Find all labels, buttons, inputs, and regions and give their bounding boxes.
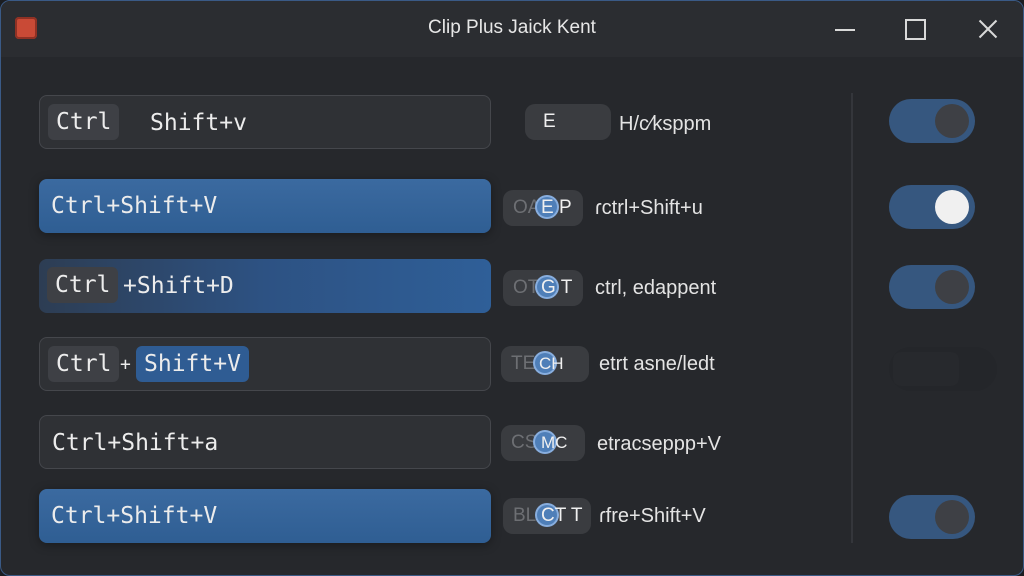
enable-toggle-row-1[interactable]: [889, 99, 975, 143]
shortcut-code: CT T: [541, 505, 583, 526]
hotkey-field-row-6[interactable]: Ctrl+Shift+V: [39, 489, 491, 543]
hotkey-field-row-5[interactable]: Ctrl+Shift+a: [39, 415, 491, 469]
close-button[interactable]: [965, 11, 1009, 47]
shortcut-code-pill[interactable]: E: [525, 104, 611, 140]
hotkey-field-row-3[interactable]: Ctrl +Shift+D: [39, 259, 491, 313]
hotkey-text: +Shift+D: [123, 273, 234, 299]
action-description: ctrl, edappent: [595, 277, 717, 299]
shortcut-code-pill[interactable]: OA E P: [503, 190, 583, 226]
app-icon: [15, 17, 37, 39]
hotkey-field-row-1[interactable]: Ctrl Shift+v: [39, 95, 491, 149]
shortcut-code-ghost: CS: [511, 432, 538, 453]
hotkey-text: Ctrl+Shift+V: [51, 193, 218, 219]
enable-toggle-row-3[interactable]: [889, 265, 975, 309]
action-description: etrt asne/ledt: [599, 353, 715, 375]
shortcut-code-ghost: TE: [511, 353, 536, 374]
shortcut-code: G T: [541, 277, 573, 298]
status-dot-icon: [535, 353, 555, 373]
minimize-button[interactable]: [823, 11, 867, 47]
maximize-icon: [905, 19, 926, 40]
status-dot-icon: [535, 432, 555, 452]
shortcut-code-pill[interactable]: CS MC: [501, 425, 585, 461]
enable-toggle-row-6[interactable]: [889, 495, 975, 539]
toggle-knob: [893, 352, 959, 386]
toggle-knob: [935, 190, 969, 224]
keycap-ctrl: Ctrl: [48, 346, 120, 382]
status-dot-icon: [537, 197, 557, 217]
shortcut-code-pill[interactable]: OT G T: [503, 270, 583, 306]
shortcut-code: CH: [539, 354, 564, 373]
shortcut-code-ghost: OA: [513, 197, 541, 218]
title-bar: Clip Plus Jaick Kent: [1, 1, 1023, 57]
keycap-ctrl: Ctrl: [48, 104, 120, 140]
hotkey-text: Ctrl+Shift+a: [52, 430, 219, 456]
toggle-knob: [935, 270, 969, 304]
shortcut-code-pill[interactable]: BL CT T: [503, 498, 591, 534]
action-description: H/c⁄ksppm: [619, 113, 712, 135]
status-dot-icon: [537, 277, 557, 297]
status-dot-icon: [537, 505, 557, 525]
action-description: ɾfre+Shift+V: [599, 505, 706, 527]
keycap-ctrl: Ctrl: [47, 267, 119, 303]
enable-toggle-row-2[interactable]: [889, 185, 975, 229]
hotkey-text: Ctrl+Shift+V: [51, 503, 218, 529]
action-description: etracseppp+V: [597, 433, 721, 455]
window-title: Clip Plus Jaick Kent: [428, 17, 596, 38]
shortcut-code: E P: [541, 197, 572, 218]
column-divider: [851, 93, 853, 543]
shortcut-code-ghost: BL: [513, 505, 537, 526]
hotkey-field-row-4[interactable]: Ctrl + Shift+V: [39, 337, 491, 391]
action-description: ɾctrl+Shift+u: [595, 197, 703, 219]
toggle-knob: [935, 104, 969, 138]
hotkey-text: Shift+v: [150, 110, 247, 136]
minimize-icon: [835, 29, 855, 31]
keycap-shift-v: Shift+V: [136, 346, 249, 382]
enable-toggle-row-4[interactable]: [889, 347, 997, 391]
toggle-knob: [935, 500, 969, 534]
maximize-button[interactable]: [893, 11, 937, 47]
shortcut-code-pill[interactable]: TE CH: [501, 346, 589, 382]
shortcut-code-ghost: OT: [513, 277, 540, 298]
shortcut-code: MC: [541, 433, 568, 452]
plus-separator: +: [120, 354, 131, 375]
hotkey-field-row-2[interactable]: Ctrl+Shift+V: [39, 179, 491, 233]
shortcut-code: E: [543, 111, 556, 132]
